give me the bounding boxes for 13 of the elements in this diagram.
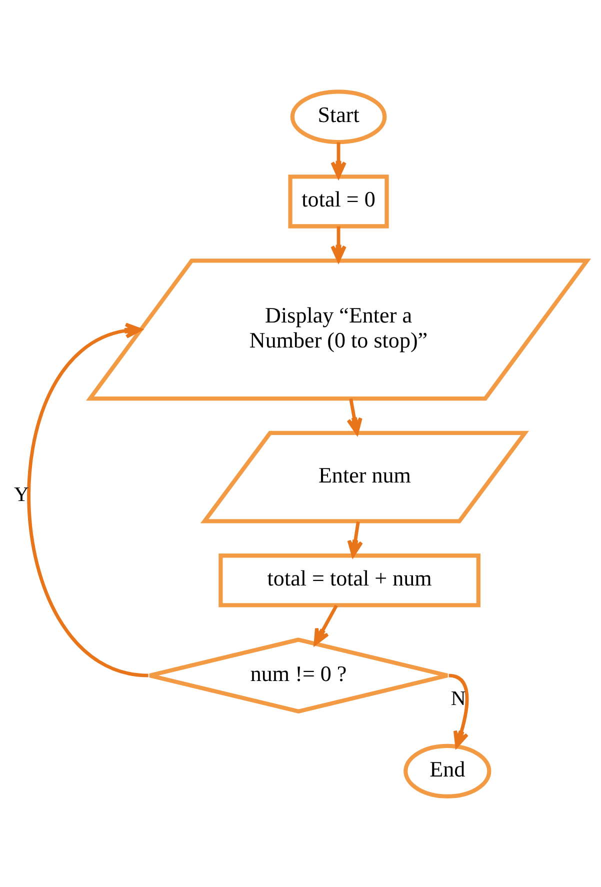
arrow — [314, 604, 338, 645]
node-box: total = total + num — [218, 553, 480, 607]
arrow — [27, 322, 149, 677]
node-ellipse: Start — [290, 89, 387, 144]
arrow — [448, 673, 469, 748]
node-diamond: num != 0 ? — [148, 637, 450, 713]
arrow — [330, 142, 346, 178]
node-box: total = 0 — [288, 174, 389, 228]
edge-label: N — [450, 688, 466, 710]
node-ellipse: End — [404, 743, 492, 798]
arrow — [346, 398, 362, 434]
arrow — [330, 226, 346, 262]
arrow — [347, 520, 364, 556]
